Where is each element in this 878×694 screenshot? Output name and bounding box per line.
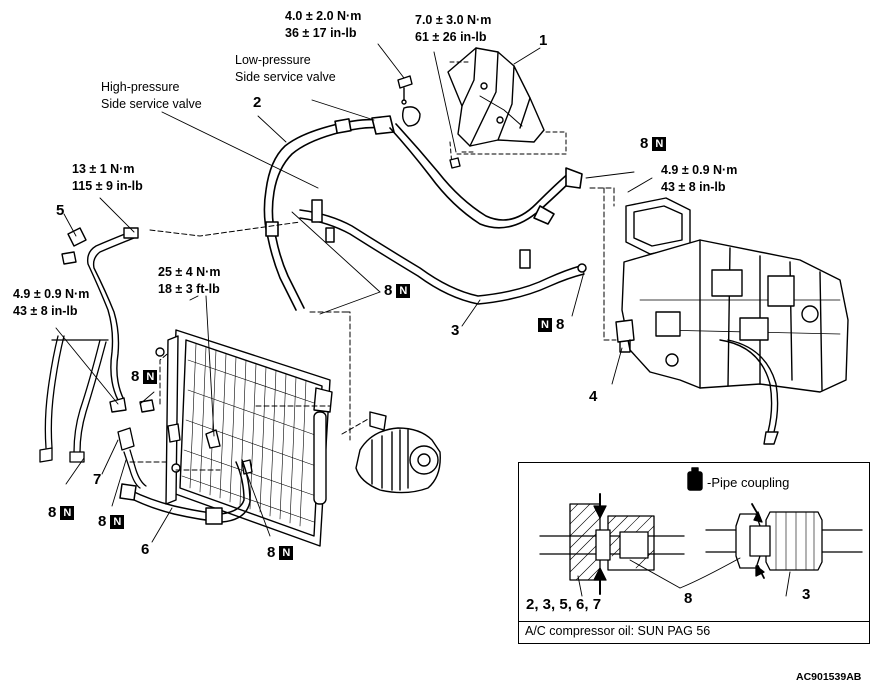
low-pressure-valve-label: Low-pressure Side service valve — [235, 52, 336, 86]
torque-value: 25 ± 4 N·m — [158, 265, 221, 279]
new-part-mark: N — [396, 284, 411, 298]
hvac-unit — [621, 197, 849, 445]
pipe-part-5 — [61, 227, 139, 401]
inset-frame — [518, 462, 870, 644]
inset-footer-divider — [518, 621, 870, 644]
pipe-coupling-legend: -Pipe coupling — [707, 475, 790, 490]
inset-label-8: 8 — [684, 590, 693, 607]
note-line: Side service valve — [101, 97, 202, 111]
pipe-left-lower — [39, 335, 109, 463]
note-line: Low-pressure — [235, 53, 311, 67]
part-number-5: 5 — [56, 202, 65, 219]
torque-value: 18 ± 3 ft-lb — [158, 282, 220, 296]
leader-lines — [55, 43, 653, 543]
torque-value: 43 ± 8 in-lb — [661, 180, 726, 194]
bracket-part-1 — [447, 47, 545, 147]
expansion-valve-part-4 — [615, 319, 635, 353]
hose-part-2-upper — [389, 123, 583, 229]
torque-top-bolt: 4.0 ± 2.0 N·m 36 ± 17 in-lb — [285, 8, 361, 42]
torque-left-upper: 13 ± 1 N·m 115 ± 9 in-lb — [72, 161, 143, 195]
hose-part-2 — [263, 115, 395, 311]
part-number-7: 7 — [93, 471, 102, 488]
torque-top-right: 7.0 ± 3.0 N·m 61 ± 26 in-lb — [415, 12, 491, 46]
note-line: High-pressure — [101, 80, 180, 94]
torque-value: 4.0 ± 2.0 N·m — [285, 9, 362, 23]
compressor — [355, 411, 441, 494]
part-number-8: 8 — [640, 135, 649, 152]
inset-coupling-right — [705, 503, 863, 597]
torque-value: 13 ± 1 N·m — [72, 162, 135, 176]
torque-value: 36 ± 17 in-lb — [285, 26, 357, 40]
torque-right: 4.9 ± 0.9 N·m 43 ± 8 in-lb — [661, 162, 737, 196]
inset-label-3: 3 — [802, 586, 811, 603]
part-number-1: 1 — [539, 32, 548, 49]
new-part-mark: N — [652, 137, 667, 151]
pipe-coupling-icon — [687, 467, 703, 491]
new-part-mark: N — [143, 370, 158, 384]
compressor-oil-note: A/C compressor oil: SUN PAG 56 — [525, 624, 711, 638]
inset-coupling-left — [539, 493, 685, 597]
torque-value: 115 ± 9 in-lb — [72, 179, 143, 193]
part-number-6: 6 — [141, 541, 150, 558]
new-part-mark: N — [279, 546, 294, 560]
torque-value: 61 ± 26 in-lb — [415, 30, 487, 44]
pipe-part-7 — [117, 427, 147, 489]
high-pressure-valve-label: High-pressure Side service valve — [101, 79, 202, 113]
torque-value: 43 ± 8 in-lb — [13, 304, 78, 318]
part-number-8: 8 — [384, 282, 393, 299]
part-number-8: 8 — [98, 513, 107, 530]
part-number-8: 8 — [131, 368, 140, 385]
part-number-3: 3 — [451, 322, 460, 339]
torque-center: 25 ± 4 N·m 18 ± 3 ft-lb — [158, 264, 220, 298]
part-number-2: 2 — [253, 94, 262, 111]
torque-value: 4.9 ± 0.9 N·m — [661, 163, 738, 177]
inset-label-parts: 2, 3, 5, 6, 7 — [526, 596, 602, 613]
bolt-top — [397, 75, 413, 105]
part-number-8: 8 — [267, 544, 276, 561]
part-number-8: 8 — [48, 504, 57, 521]
new-part-mark: N — [538, 318, 552, 332]
note-line: Side service valve — [235, 70, 336, 84]
new-part-mark: N — [60, 506, 75, 520]
pipe-part-3 — [299, 199, 587, 305]
hose-part-6 — [119, 459, 251, 525]
clamp-top — [401, 106, 421, 127]
torque-left-lower: 4.9 ± 0.9 N·m 43 ± 8 in-lb — [13, 286, 89, 320]
part-number-4: 4 — [589, 388, 598, 405]
condenser — [165, 329, 333, 547]
part-number-8: 8 — [556, 316, 565, 333]
new-part-mark: N — [110, 515, 125, 529]
figure-code: AC901539AB — [796, 671, 862, 683]
torque-value: 7.0 ± 3.0 N·m — [415, 13, 492, 27]
torque-value: 4.9 ± 0.9 N·m — [13, 287, 90, 301]
